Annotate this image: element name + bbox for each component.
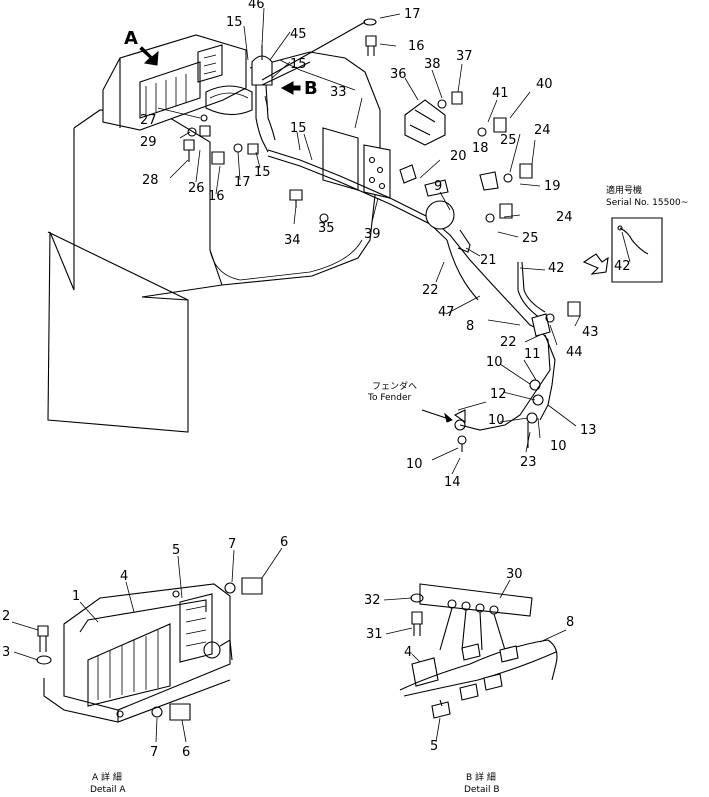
label-27: 27 (140, 113, 157, 128)
label-10a: 10 (486, 355, 503, 370)
serial-inset: 適用号機 Serial No. 15500~ (582, 184, 688, 283)
fender-note-en: To Fender (367, 393, 412, 403)
label-15d: 15 (254, 165, 271, 180)
label-47: 47 (438, 305, 455, 320)
label-32: 32 (364, 593, 381, 608)
leader-lines-detail-b (383, 579, 567, 743)
label-1: 1 (72, 589, 80, 604)
detail-b-caption-jp: B 詳 細 (466, 771, 496, 783)
label-7b: 7 (150, 745, 158, 760)
label-33: 33 (330, 85, 347, 100)
fender-note-jp: フェンダヘ (372, 380, 417, 392)
wiring-harness (267, 149, 556, 452)
detail-a-caption-jp: A 詳 細 (92, 771, 122, 783)
label-13: 13 (580, 423, 597, 438)
label-25a: 25 (500, 133, 517, 148)
label-26: 26 (188, 181, 205, 196)
detail-a-caption-en: Detail A (90, 785, 126, 795)
label-25b: 25 (522, 231, 539, 246)
detail-a-panel (36, 577, 263, 723)
key-switch-area (251, 21, 366, 153)
label-17a: 17 (404, 7, 421, 22)
label-21: 21 (480, 253, 497, 268)
label-10c: 10 (550, 439, 567, 454)
fender-housing (47, 51, 381, 433)
label-9: 9 (434, 179, 442, 194)
leader-lines-main (157, 7, 631, 475)
label-10d: 10 (406, 457, 423, 472)
label-20: 20 (450, 149, 467, 164)
label-15a: 15 (226, 15, 243, 30)
label-46: 46 (248, 0, 265, 12)
label-2: 2 (2, 609, 10, 624)
label-31: 31 (366, 627, 383, 642)
label-14: 14 (444, 475, 461, 490)
label-42b: 42 (614, 259, 631, 274)
label-4b: 4 (404, 645, 412, 660)
detail-b-harness (399, 583, 558, 719)
label-6b: 6 (182, 745, 190, 760)
view-label-a: A (124, 28, 138, 49)
label-17b: 17 (234, 175, 251, 190)
label-3: 3 (2, 645, 10, 660)
label-7a: 7 (228, 537, 236, 552)
label-10b: 10 (488, 413, 505, 428)
label-11: 11 (524, 347, 541, 362)
label-45: 45 (290, 27, 307, 42)
serial-note-jp: 適用号機 (606, 184, 642, 196)
label-15c: 15 (290, 121, 307, 136)
detail-b-caption-en: Detail B (464, 785, 500, 795)
label-15b: 15 (290, 57, 307, 72)
view-arrow-a: A (124, 28, 159, 66)
label-24b: 24 (556, 210, 573, 225)
label-43: 43 (582, 325, 599, 340)
label-18: 18 (472, 141, 489, 156)
label-4a: 4 (120, 569, 128, 584)
label-37: 37 (456, 49, 473, 64)
label-41: 41 (492, 86, 509, 101)
label-8a: 8 (466, 319, 474, 334)
label-19: 19 (544, 179, 561, 194)
label-36: 36 (390, 67, 407, 82)
label-44: 44 (566, 345, 583, 360)
label-30: 30 (506, 567, 523, 582)
label-16a: 16 (408, 39, 425, 54)
label-35: 35 (318, 221, 335, 236)
label-5b: 5 (430, 739, 438, 754)
label-29: 29 (140, 135, 157, 150)
serial-note-en: Serial No. 15500~ (606, 198, 688, 208)
view-label-b: B (304, 78, 318, 99)
relay-unit (404, 99, 446, 146)
label-39: 39 (364, 227, 381, 242)
instrument-panel (102, 34, 253, 131)
label-28: 28 (142, 173, 159, 188)
label-12: 12 (490, 387, 507, 402)
label-34: 34 (284, 233, 301, 248)
label-16b: 16 (208, 189, 225, 204)
label-6a: 6 (280, 535, 288, 550)
label-22a: 22 (422, 283, 439, 298)
label-5a: 5 (172, 543, 180, 558)
label-22b: 22 (500, 335, 517, 350)
label-40: 40 (536, 77, 553, 92)
view-arrow-b: B (280, 78, 318, 99)
leader-lines-detail-a (11, 547, 283, 743)
fender-note: フェンダヘ To Fender (367, 380, 453, 423)
label-38: 38 (424, 57, 441, 72)
label-23: 23 (520, 455, 537, 470)
label-24a: 24 (534, 123, 551, 138)
fasteners-main (183, 18, 581, 323)
detail-captions: A 詳 細 Detail A B 詳 細 Detail B (90, 771, 500, 795)
part-labels: 46 17 15 45 16 37 15 38 36 40 33 41 27 1… (2, 0, 631, 760)
label-42a: 42 (548, 261, 565, 276)
label-8b: 8 (566, 615, 574, 630)
